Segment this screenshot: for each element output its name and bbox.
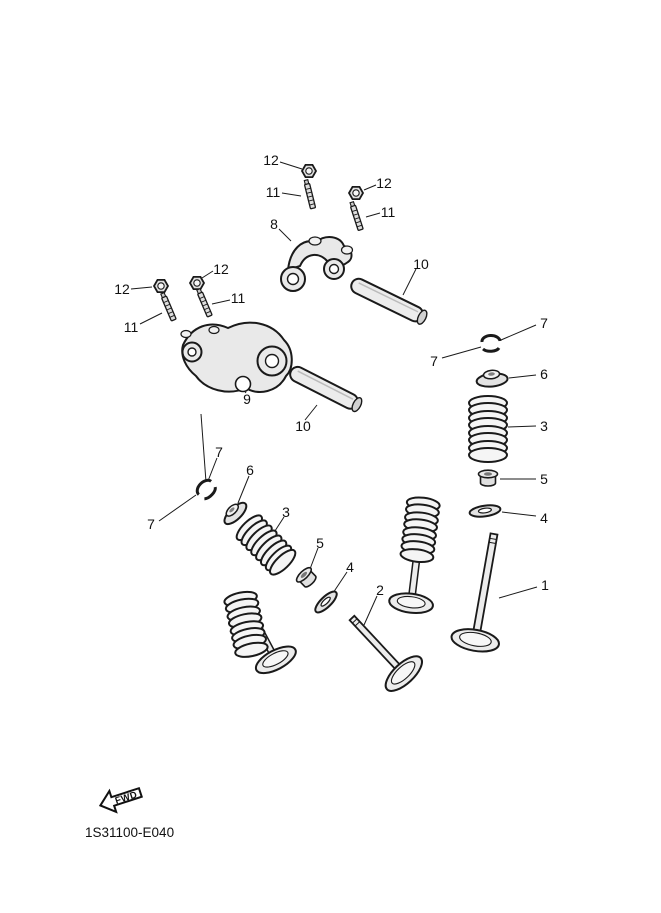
- fwd-arrow-shape: [98, 786, 143, 814]
- adjuster-screw-11: [196, 287, 213, 318]
- rocker-shaft-upper-10: [350, 277, 428, 325]
- part-number-callout: 7: [215, 444, 223, 460]
- part-number-callout: 9: [243, 391, 251, 407]
- fwd-label: FWD: [114, 789, 139, 807]
- fwd-arrow: FWD: [98, 786, 143, 814]
- spring-seat-4-right: [468, 504, 502, 518]
- spring-retainer-6-left: [223, 501, 248, 526]
- part-number-callout: 1: [541, 577, 549, 593]
- valve-spring-assembly-middle: [388, 496, 441, 615]
- spring-retainer-6-right: [475, 369, 509, 388]
- adjuster-screw-11: [160, 291, 177, 322]
- valve-stem-seal-5-left: [295, 566, 317, 588]
- part-number-callout: 7: [147, 516, 155, 532]
- valve-2: [348, 614, 423, 692]
- valve-keeper-7-right: [480, 334, 502, 353]
- valve-spring-3-left: [235, 514, 297, 576]
- part-number-callout: 10: [413, 256, 429, 272]
- diagram-code: 1S31100-E040: [85, 825, 174, 840]
- part-number-callout: 12: [114, 281, 130, 297]
- part-number-callout: 8: [270, 216, 278, 232]
- locknut-12: [347, 185, 365, 201]
- part-number-callout: 3: [282, 504, 290, 520]
- part-number-callout: 12: [263, 152, 279, 168]
- part-number-callout: 5: [540, 471, 548, 487]
- part-number-callout: 7: [540, 315, 548, 331]
- valve-spring-bottom-left: [223, 590, 269, 658]
- part-number-callout: 6: [540, 366, 548, 382]
- spring-seat-4-left: [314, 590, 338, 614]
- rocker-arm-8: [280, 236, 354, 292]
- adjuster-screw-11: [303, 179, 317, 210]
- part-number-callout: 11: [230, 290, 246, 306]
- locknut-12: [152, 278, 170, 294]
- leader-lines: [130, 161, 538, 626]
- part-number-callout: 11: [380, 204, 396, 220]
- valve-stem-seal-5-right: [477, 469, 499, 487]
- valve-keeper-7-left: [195, 478, 217, 501]
- part-number-callout: 12: [213, 261, 229, 277]
- valve-1: [450, 532, 500, 653]
- part-number-callout: 4: [346, 559, 354, 575]
- valve-spring-3-right: [468, 395, 508, 463]
- rocker-shaft-lower-10: [289, 365, 363, 413]
- part-number-callout: 5: [316, 535, 324, 551]
- part-number-callout: 10: [295, 418, 311, 434]
- part-number-callout: 7: [430, 353, 438, 369]
- part-number-callout: 11: [265, 184, 281, 200]
- part-number-callout: 3: [540, 418, 548, 434]
- part-number-callout: 2: [376, 582, 384, 598]
- locknut-12: [188, 275, 206, 291]
- part-number-callout: 4: [540, 510, 548, 526]
- adjuster-screw-11: [349, 200, 364, 231]
- part-number-callout: 6: [246, 462, 254, 478]
- part-number-callout: 11: [123, 319, 139, 335]
- locknut-12: [300, 163, 318, 179]
- rocker-arm-9: [180, 321, 293, 393]
- part-number-callout: 12: [376, 175, 392, 191]
